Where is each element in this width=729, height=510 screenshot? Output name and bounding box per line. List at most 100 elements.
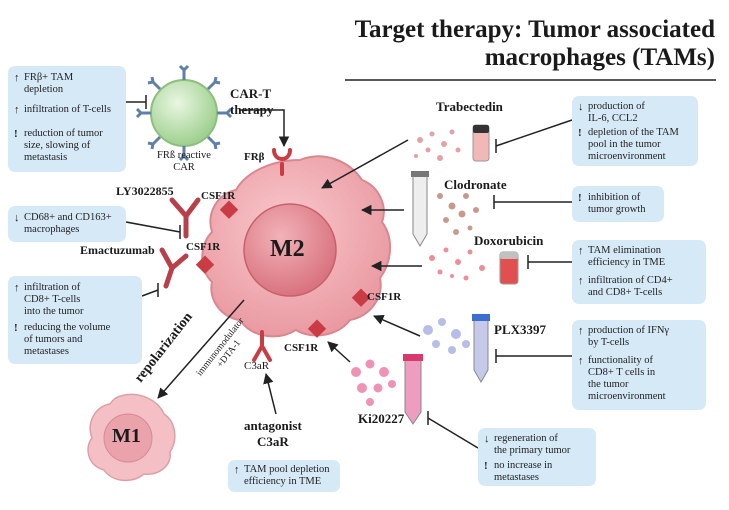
effect-line: infiltration of	[24, 282, 81, 293]
car-t-label-line-1: CAR-T	[230, 86, 272, 101]
effect-marker: !	[578, 192, 582, 204]
effect-line: functionality of	[588, 355, 654, 366]
effect-line: pool in the tumor	[588, 139, 661, 150]
effect-marker: !	[484, 460, 488, 472]
csf1r-label-4: CSF1R	[284, 342, 319, 354]
effect-item: ↓CD68+ and CD163+macrophages	[14, 212, 122, 236]
clodronate-particles	[437, 193, 479, 235]
ly3022855-label: LY3022855	[116, 184, 174, 198]
csf1r-label-3: CSF1R	[367, 291, 402, 303]
effect-marker: ↑	[14, 72, 20, 84]
effect-line: depletion	[24, 84, 64, 95]
car-t-cell	[135, 64, 233, 162]
effect-line: the primary tumor	[494, 445, 571, 456]
effect-line: metastasis	[24, 152, 68, 163]
trabectedin-arrow	[321, 139, 409, 189]
csf1r-receptors	[195, 200, 371, 338]
car-t-label: CAR-T therapy	[230, 86, 273, 118]
doxorubicin-vial	[499, 251, 519, 285]
effect-line: of tumors and	[24, 334, 83, 345]
effect-line: production of IFNγ	[588, 325, 670, 336]
frb-label: FRβ	[244, 151, 265, 163]
trabectedin-effect-line	[495, 119, 573, 153]
c3ar-receptor	[252, 330, 272, 362]
car-t-label-line-2: therapy	[230, 102, 274, 117]
ki20227-label: Ki20227	[358, 411, 405, 426]
c3ar-label: C3aR	[244, 360, 270, 372]
effect-line: reducing the volume	[24, 322, 111, 333]
doxorubicin-effect-line	[527, 255, 572, 269]
effect-line: no increase in	[494, 460, 553, 471]
effect-marker: ↑	[578, 275, 584, 287]
plx3397-particles	[423, 318, 470, 354]
effect-line: FRβ+ TAM	[24, 72, 74, 83]
car-t-caption-line-1: FRß reactive	[157, 150, 211, 161]
ly3022855-antibody	[169, 197, 201, 239]
car-t-effect-line	[126, 95, 147, 109]
clodronate-label: Clodronate	[444, 177, 507, 192]
antagonist-arrow	[263, 372, 277, 415]
plx3397-label: PLX3397	[494, 322, 546, 337]
effect-line: the tumor	[588, 379, 629, 390]
doxorubicin-particles	[429, 247, 485, 281]
effect-item: ↑ infiltration of CD4+and CD8+ T-cells	[578, 275, 702, 299]
title-line-2: macrophages (TAMs)	[484, 44, 715, 71]
ki20227-effect-line	[427, 411, 479, 449]
effect-line: and CD8+ T-cells	[588, 287, 663, 298]
antagonist-c3ar-label: antagonist C3aR	[244, 418, 302, 450]
effect-marker: ↑	[14, 282, 20, 294]
trabectedin-particles	[414, 129, 461, 161]
effect-line: by T-cells	[588, 337, 630, 348]
ki20227-particles	[351, 359, 396, 406]
effect-line: efficiency in TME	[588, 257, 666, 268]
csf1r-label-1: CSF1R	[201, 190, 236, 202]
effect-item: ↑infiltration of T-cells	[14, 104, 122, 116]
effect-line: infiltration of T-cells	[24, 104, 111, 115]
effect-line: CD8+ T cells in	[588, 367, 656, 378]
effect-line: tumor growth	[588, 204, 646, 215]
effect-marker: ↑	[578, 325, 584, 337]
effect-line: reduction of tumor	[24, 128, 103, 139]
trabectedin-label: Trabectedin	[436, 99, 503, 114]
m1-label: M1	[112, 425, 141, 447]
car-t-arrow	[240, 109, 290, 148]
effect-line: into the tumor	[24, 306, 84, 317]
emactuzumab-effect-line	[141, 283, 159, 297]
doxorubicin-label: Doxorubicin	[474, 233, 544, 248]
effect-line: TAM pool depletion	[244, 464, 330, 475]
effect-line: production of	[588, 101, 645, 112]
m1-macrophage	[87, 393, 176, 482]
plx3397-tube	[472, 314, 490, 383]
effect-line: microenvironment	[588, 151, 666, 162]
title-line-1: Target therapy: Tumor associated	[354, 16, 715, 43]
effect-marker: ↑	[578, 355, 584, 367]
effect-line: metastases	[24, 346, 69, 357]
clodronate-tube	[411, 171, 429, 247]
csf1r-label-2: CSF1R	[186, 241, 221, 253]
effect-marker: !	[14, 128, 18, 140]
clodronate-effect-line	[493, 195, 572, 209]
emactuzumab-label: Emactuzumab	[80, 243, 155, 257]
effect-line: CD8+ T-cells	[24, 294, 81, 305]
effect-marker: ↑	[578, 245, 584, 257]
effect-line: efficiency in TME	[244, 476, 322, 487]
effect-line: regeneration of	[494, 433, 558, 444]
effect-line: CD68+ and CD163+	[24, 212, 112, 223]
effect-marker: ↑	[234, 464, 240, 476]
effect-line: infiltration of CD4+	[588, 275, 673, 286]
effect-line: TAM elimination	[588, 245, 661, 256]
